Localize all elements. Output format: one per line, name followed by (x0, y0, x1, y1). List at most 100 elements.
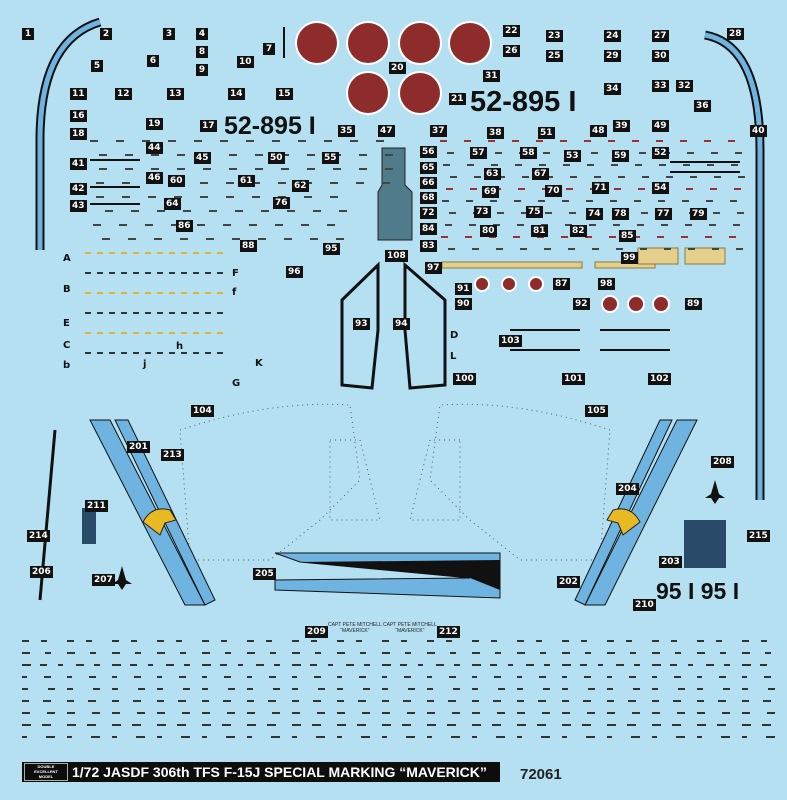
stencil-mark (145, 352, 151, 354)
stencil-mark (652, 640, 659, 642)
stencil-mark (583, 700, 591, 702)
stencil-mark (686, 188, 693, 190)
stencil-mark (119, 224, 127, 226)
decal-number: 91 (455, 283, 472, 295)
stencil-mark (382, 652, 390, 654)
stencil-mark (337, 688, 343, 690)
stencil-mark (67, 676, 72, 678)
decal-number: 10 (237, 56, 254, 68)
stencil-mark (222, 724, 231, 726)
stencil-mark (382, 664, 391, 666)
stencil-mark (22, 676, 27, 678)
stencil-mark (157, 252, 163, 254)
stencil-mark (714, 176, 721, 178)
stencil-mark (359, 676, 366, 678)
stencil-mark (247, 652, 255, 654)
stencil-mark (765, 652, 771, 654)
stencil-mark (363, 688, 370, 690)
stencil-mark (427, 724, 436, 726)
stencil-mark (514, 200, 521, 202)
decal-number: 72 (420, 207, 437, 219)
stencil-mark (125, 168, 133, 170)
stencil-mark (472, 664, 481, 666)
decal-number: 33 (652, 80, 669, 92)
pilot-name-decal-2: CAPT PETE MITCHELL“MAVERICK” (383, 622, 437, 634)
stencil-mark (96, 196, 104, 198)
stencil-mark (541, 736, 550, 738)
stencil-mark (687, 152, 694, 154)
decal-letter: A (63, 253, 71, 264)
stencil-mark (385, 154, 393, 156)
stencil-mark (448, 248, 455, 250)
stencil-mark (202, 736, 207, 738)
stencil-mark (315, 652, 321, 654)
stencil-mark (697, 640, 704, 642)
serial-right: 52-895 I (470, 86, 577, 118)
stencil-mark (177, 154, 185, 156)
stencil-mark (67, 640, 74, 642)
decal-number: 12 (115, 88, 132, 100)
decal-number: 104 (191, 405, 214, 417)
stencil-mark (333, 168, 341, 170)
decal-number: 13 (167, 88, 184, 100)
stencil-mark (272, 140, 280, 142)
decal-letter: D (450, 330, 459, 341)
stencil-mark (448, 700, 456, 702)
decal-number: 76 (273, 197, 290, 209)
stencil-mark (707, 164, 714, 166)
stencil-mark (278, 182, 286, 184)
stencil-mark (169, 332, 175, 334)
stencil-mark (761, 640, 767, 642)
decal-number: 4 (196, 28, 208, 40)
stencil-mark (157, 712, 165, 714)
stencil-mark (562, 200, 569, 202)
stencil-mark (543, 688, 550, 690)
stencil-mark (681, 236, 688, 238)
stencil-mark (497, 712, 505, 714)
stencil-mark (672, 724, 681, 726)
stencil-mark (670, 664, 677, 666)
stencil-mark (517, 688, 523, 690)
stencil-mark (616, 664, 624, 666)
decal-number: 88 (240, 240, 257, 252)
stencil-mark (454, 664, 460, 666)
stencil-mark (96, 182, 104, 184)
stencil-mark (336, 238, 344, 240)
stencil-mark (382, 182, 390, 184)
decal-number: 44 (146, 142, 163, 154)
stencil-mark (586, 736, 595, 738)
decal-number: 8 (196, 46, 208, 58)
decal-letter: B (63, 284, 71, 295)
decal-number: 1 (22, 28, 34, 40)
stencil-mark (607, 736, 612, 738)
stencil-mark (357, 724, 366, 726)
stencil-mark (157, 700, 164, 702)
stencil-mark (592, 248, 599, 250)
stencil-mark (652, 652, 660, 654)
stencil-mark (112, 664, 121, 666)
hinomaru-roundels (295, 21, 492, 115)
decal-number: 2 (100, 28, 112, 40)
decal-letter: F (232, 268, 239, 279)
stencil-mark (718, 700, 726, 702)
stencil-mark (238, 664, 243, 666)
stencil-mark (469, 224, 476, 226)
stencil-mark (247, 640, 254, 642)
stencil-mark (130, 664, 137, 666)
stencil-mark (544, 248, 551, 250)
stencil-mark (131, 210, 139, 212)
stencil-mark (539, 676, 546, 678)
stencil-mark (287, 210, 295, 212)
stencil-mark (728, 140, 735, 142)
stencil-mark (585, 236, 592, 238)
product-code: 72061 (520, 766, 562, 783)
stencil-mark (206, 238, 214, 240)
stencil-mark (451, 736, 460, 738)
stencil-mark (193, 252, 199, 254)
decal-number: 24 (604, 30, 621, 42)
stencil-mark (626, 640, 632, 642)
stencil-mark (221, 640, 227, 642)
stencil-mark (538, 700, 546, 702)
stencil-mark (346, 664, 354, 666)
